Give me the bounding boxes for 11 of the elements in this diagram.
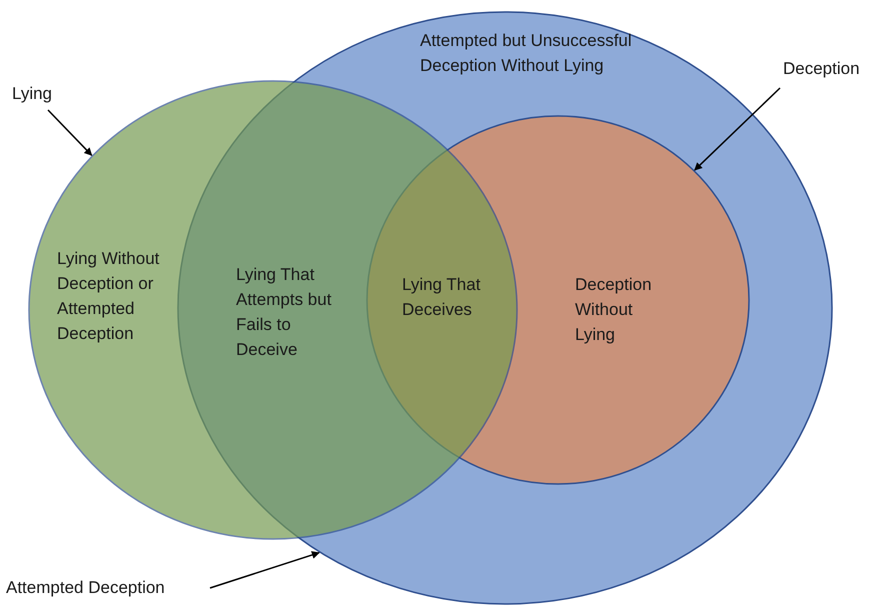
set-label: Lying (12, 84, 52, 104)
set-label: Attempted Deception (6, 578, 165, 598)
region-label: Lying That Deceives (402, 274, 482, 321)
region-label: Deception Without Lying (575, 274, 653, 346)
arrow (210, 551, 320, 589)
set-label: Deception (783, 59, 860, 79)
region-label: Attempted but Unsuccessful Deception Without Lying (420, 30, 633, 77)
region-label: Lying Without Deception or Attempted Deception (57, 248, 160, 345)
arrow (47, 109, 92, 156)
arrow (694, 87, 781, 171)
region-label: Lying That Attempts but Fails to Deceive (236, 264, 332, 361)
